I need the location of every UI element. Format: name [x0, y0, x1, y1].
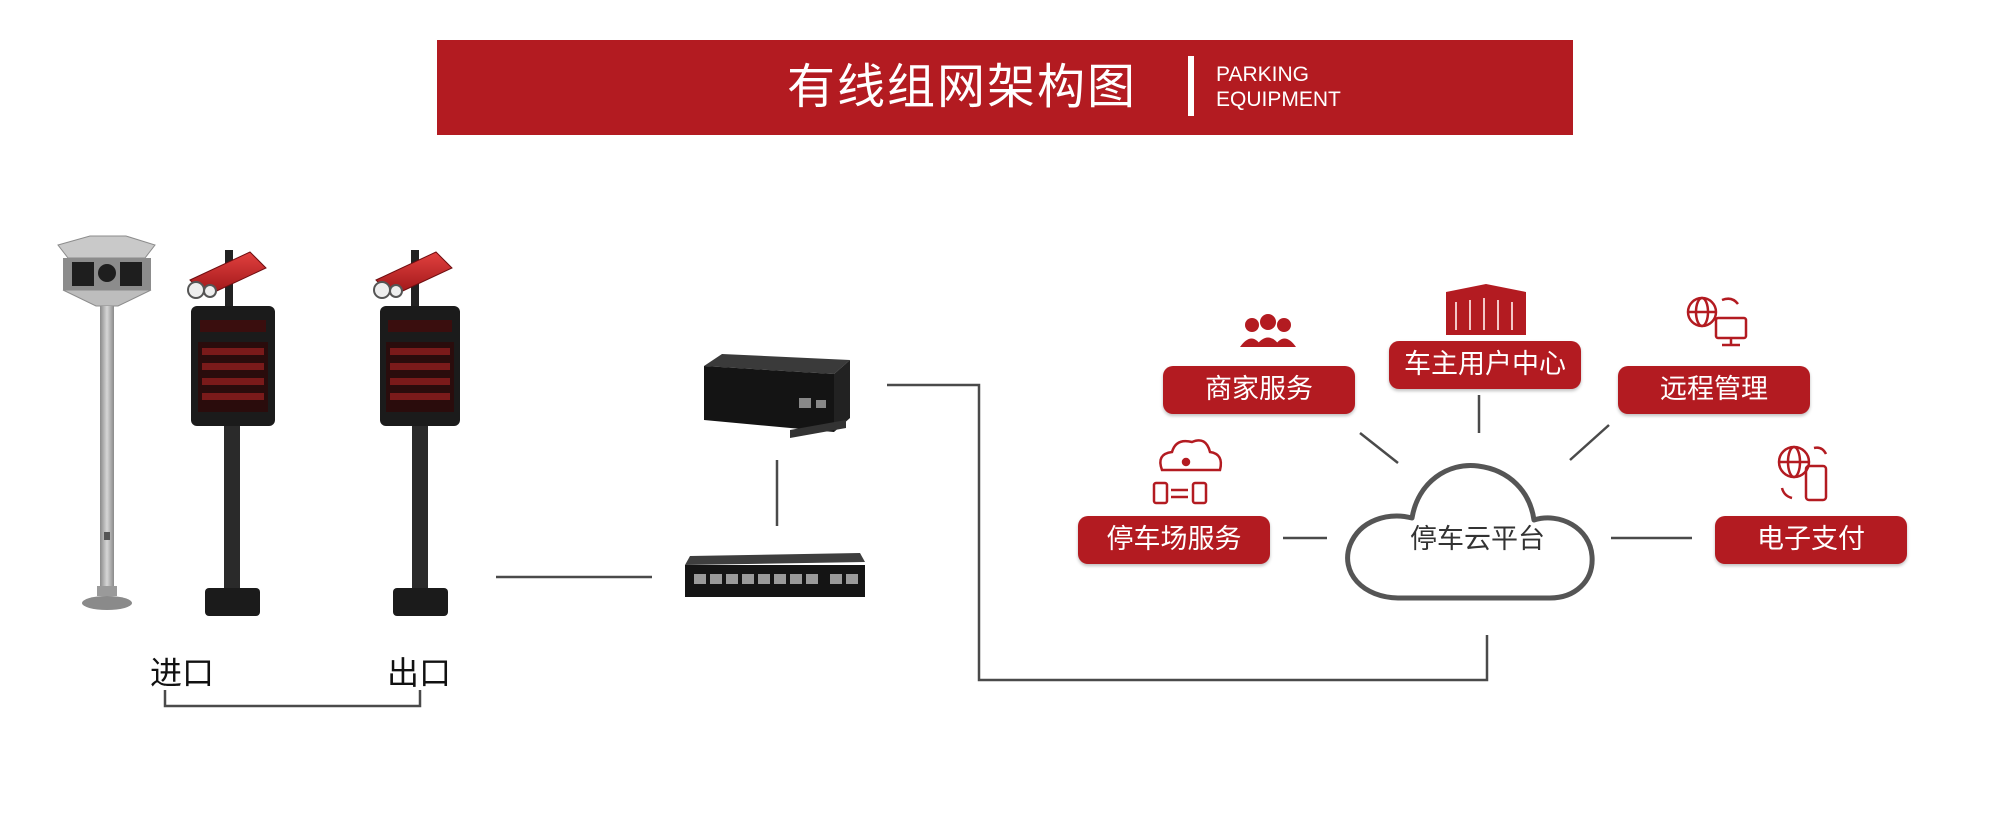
header-divider: [1188, 56, 1194, 116]
header-subtitle-line2: EQUIPMENT: [1216, 88, 1341, 111]
header-banner: 有线组网架构图 PARKING EQUIPMENT: [437, 40, 1573, 135]
entrance-exit-bracket: [163, 690, 422, 708]
connection-lines: [163, 383, 1692, 708]
owner-center-pill: 车主用户中心: [1389, 341, 1581, 389]
merchant-service-pill: 商家服务: [1163, 366, 1355, 414]
line-cloud-to-remote: [1569, 424, 1610, 461]
line-cloud-to-merchant: [1359, 432, 1399, 464]
globe-monitor-icon: [1686, 296, 1748, 347]
globe-phone-icon: [1777, 445, 1828, 502]
cloud-devices-icon: [1152, 439, 1223, 505]
cloud-platform-label: 停车云平台: [1410, 524, 1545, 555]
exit-terminal: [373, 250, 460, 616]
electronic-payment-pill: 电子支付: [1715, 516, 1907, 564]
entrance-label: 进口: [150, 654, 215, 692]
users-icon: [1240, 314, 1296, 347]
controller-box: [704, 354, 850, 438]
remote-management-pill: 远程管理: [1618, 366, 1810, 414]
header-subtitle-line1: PARKING: [1216, 63, 1309, 86]
header-subtitle: PARKING EQUIPMENT: [1216, 62, 1341, 112]
line-controller-to-cloud: [887, 383, 1489, 682]
network-switch: [685, 553, 865, 597]
cloud-shape: [1345, 463, 1595, 601]
exit-label: 出口: [387, 654, 452, 692]
parking-service-pill: 停车场服务: [1078, 516, 1270, 564]
page-title: 有线组网架构图: [787, 59, 1138, 115]
entrance-terminal: [187, 250, 275, 616]
surveillance-camera-pole: [57, 235, 156, 610]
server-rack-icon: [1446, 284, 1526, 335]
